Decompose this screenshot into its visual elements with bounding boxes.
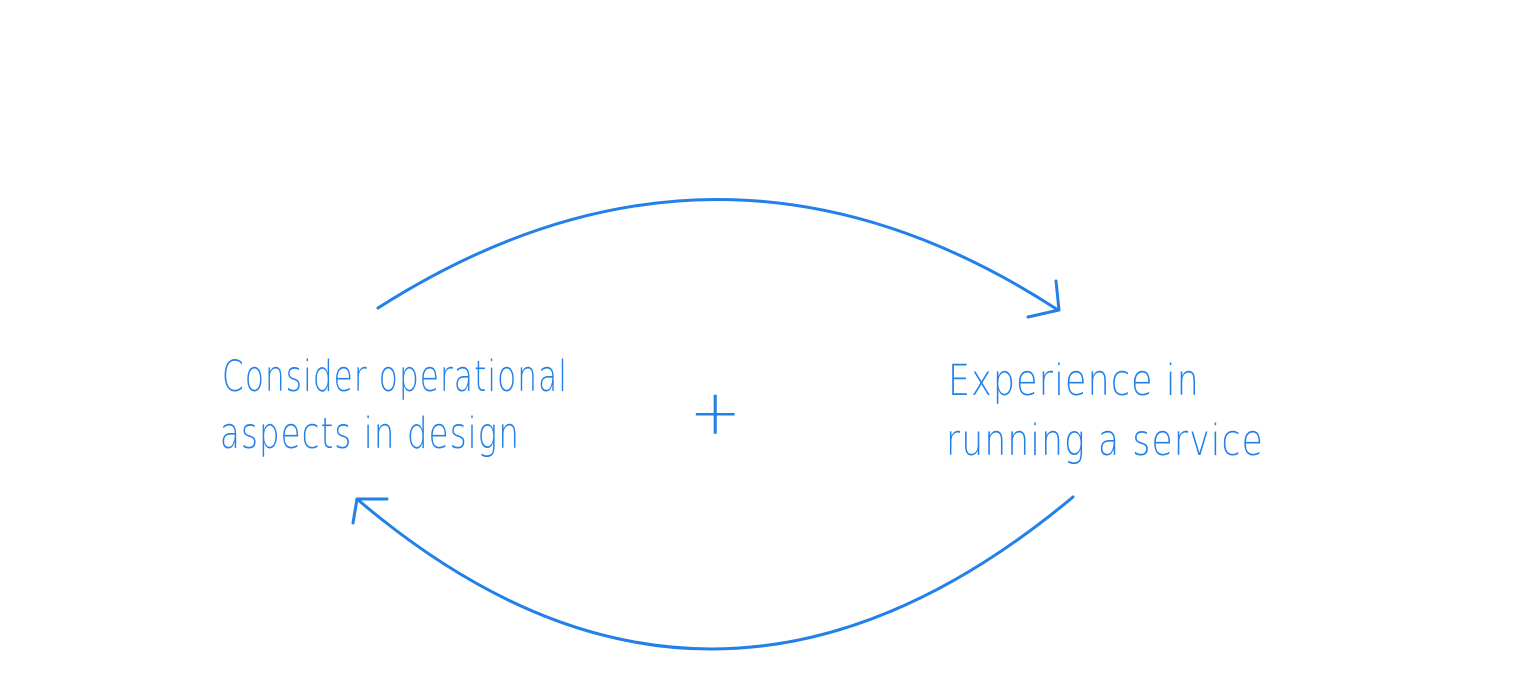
edge-right-to-left	[351, 495, 1075, 651]
bottom-arc	[355, 495, 1075, 651]
left-node: Consider operational aspects in design	[220, 352, 568, 459]
left-node-line-1: Consider operational	[222, 352, 568, 402]
top-arc	[376, 198, 1060, 312]
right-node-line-1: Experience in	[948, 356, 1200, 406]
left-node-line-2: aspects in design	[220, 409, 520, 459]
top-arrowhead-icon	[1026, 279, 1061, 319]
right-node: Experience in running a service	[946, 356, 1264, 466]
bottom-arrowhead-icon	[351, 497, 389, 525]
center-plus-symbol: +	[689, 376, 742, 449]
right-node-line-2: running a service	[946, 416, 1264, 466]
edge-left-to-right	[376, 198, 1061, 319]
